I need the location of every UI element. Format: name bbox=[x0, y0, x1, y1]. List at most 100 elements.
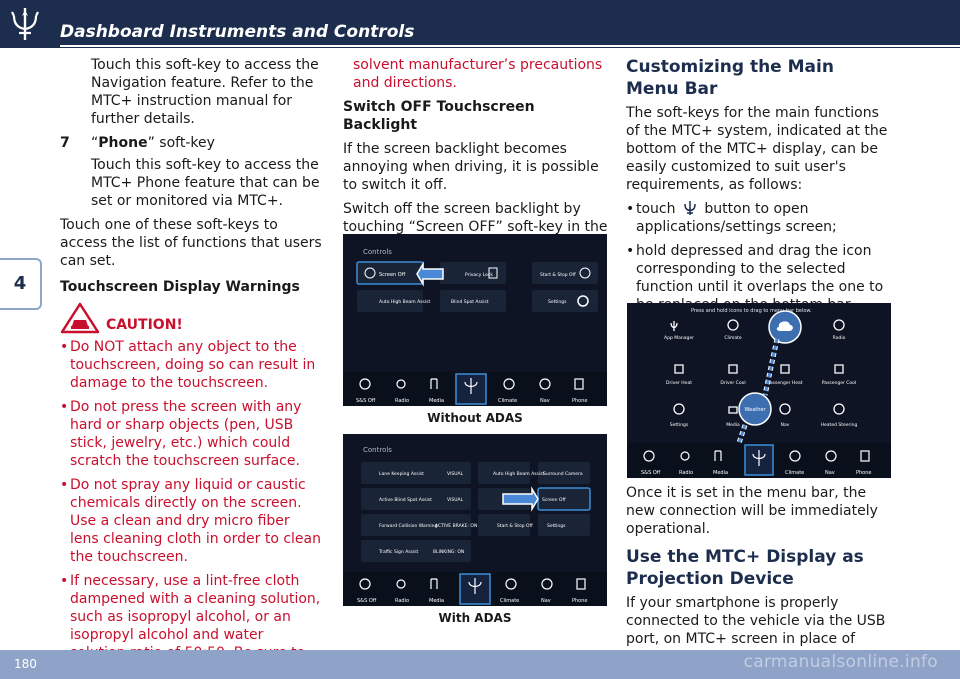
start-stop-button[interactable] bbox=[532, 262, 598, 284]
screenshot-with-adas: Controls Lane Keeping Assist VISUAL Auto… bbox=[343, 434, 607, 606]
paragraph-backlight-1: If the screen backlight becomes annoying… bbox=[343, 141, 599, 193]
svg-text:Controls: Controls bbox=[363, 446, 392, 454]
screenshot-app-manager: Press and hold icons to drag to menu bar… bbox=[627, 303, 891, 478]
svg-text:Screen Off: Screen Off bbox=[542, 497, 566, 503]
blind-spot-button[interactable] bbox=[440, 290, 506, 312]
svg-text:Screen Off: Screen Off bbox=[379, 272, 406, 278]
svg-text:Climate: Climate bbox=[498, 398, 517, 404]
heading-warnings: Touchscreen Display Warnings bbox=[60, 279, 300, 295]
svg-text:Climate: Climate bbox=[785, 470, 804, 476]
caution-car-icon bbox=[60, 302, 100, 334]
paragraph-list: Touch one of these soft-keys to access t… bbox=[60, 217, 322, 269]
svg-text:Media: Media bbox=[726, 422, 740, 428]
svg-text:Driver Heat: Driver Heat bbox=[666, 380, 692, 386]
svg-text:Forward Collision Warning: Forward Collision Warning bbox=[379, 523, 437, 529]
heading-projection: Use the MTC+ Display as Projection Devic… bbox=[626, 547, 864, 589]
column-3-lower: Once it is set in the menu bar, the new … bbox=[626, 484, 892, 654]
screenshot-without-adas: Controls Screen Off Privacy Lock Start &… bbox=[343, 234, 607, 406]
svg-text:S&S Off: S&S Off bbox=[356, 398, 376, 404]
svg-text:Settings: Settings bbox=[670, 422, 689, 428]
svg-text:Driver Cool: Driver Cool bbox=[720, 380, 745, 386]
start-stop-button[interactable] bbox=[478, 514, 530, 536]
column-3: Customizing the Main Menu Bar The soft-k… bbox=[626, 56, 892, 320]
svg-text:Blind Spot Assist: Blind Spot Assist bbox=[451, 299, 489, 305]
forward-collision-button[interactable] bbox=[361, 514, 471, 536]
svg-text:App Manager: App Manager bbox=[664, 335, 694, 341]
surround-camera-button[interactable] bbox=[538, 462, 590, 484]
svg-text:Press and hold icons to drag t: Press and hold icons to drag to menu bar… bbox=[691, 308, 812, 314]
weather-icon-dragged[interactable] bbox=[738, 392, 772, 426]
svg-text:Nav: Nav bbox=[541, 598, 551, 604]
svg-text:Radio: Radio bbox=[395, 598, 409, 604]
trident-button-icon bbox=[684, 201, 696, 215]
svg-text:Lane Keeping Assist: Lane Keeping Assist bbox=[379, 471, 424, 477]
svg-text:S&S Off: S&S Off bbox=[641, 470, 661, 476]
svg-text:Auto High Beam Assist: Auto High Beam Assist bbox=[493, 471, 544, 477]
svg-text:Passenger Heat: Passenger Heat bbox=[767, 380, 802, 386]
header-rule bbox=[60, 45, 960, 47]
svg-text:Media: Media bbox=[713, 470, 728, 476]
arrow-icon bbox=[502, 486, 539, 512]
svg-text:S&S Off: S&S Off bbox=[357, 598, 377, 604]
paragraph-phone: Touch this soft-key to access the MTC+ P… bbox=[91, 157, 320, 209]
svg-text:Start & Stop Off: Start & Stop Off bbox=[497, 523, 534, 529]
svg-text:Radio: Radio bbox=[395, 398, 409, 404]
svg-text:Radio: Radio bbox=[833, 335, 846, 341]
paragraph-navigation: Touch this soft-key to access the Naviga… bbox=[91, 57, 319, 127]
column-2: solvent manufacturer’s precautions and d… bbox=[343, 56, 611, 260]
svg-text:Phone: Phone bbox=[572, 398, 588, 404]
column-1: Touch this soft-key to access the Naviga… bbox=[60, 56, 322, 679]
caption-with-adas: With ADAS bbox=[438, 611, 512, 625]
svg-text:Climate: Climate bbox=[500, 598, 519, 604]
paragraph-after: Once it is set in the menu bar, the new … bbox=[626, 485, 878, 537]
page-number: 180 bbox=[14, 657, 37, 671]
active-blind-spot-button[interactable] bbox=[361, 488, 471, 510]
svg-text:Start & Stop Off: Start & Stop Off bbox=[540, 272, 577, 278]
chapter-number: 4 bbox=[13, 273, 27, 294]
paragraph-projection: If your smartphone is properly connected… bbox=[626, 595, 886, 647]
caption-without-adas: Without ADAS bbox=[427, 411, 523, 425]
svg-text:BLINKING: ON: BLINKING: ON bbox=[433, 549, 464, 555]
caution-bullet: •Do not press the screen with any hard o… bbox=[60, 399, 302, 469]
svg-text:Nav: Nav bbox=[825, 470, 835, 476]
screen-title: Controls bbox=[363, 248, 392, 256]
svg-text:Phone: Phone bbox=[572, 598, 588, 604]
item-7: 7 “Phone” soft-key bbox=[60, 134, 322, 152]
svg-text:Radio: Radio bbox=[679, 470, 693, 476]
caution-continued: solvent manufacturer’s precautions and d… bbox=[353, 57, 603, 91]
caution-block: CAUTION! bbox=[60, 302, 322, 334]
bullet-touch: •touch button to open applications/setti… bbox=[626, 201, 837, 235]
svg-text:Weather: Weather bbox=[744, 407, 766, 413]
caution-bullet: •Do not spray any liquid or caustic chem… bbox=[60, 477, 321, 565]
heading-customize: Customizing the Main Menu Bar bbox=[626, 57, 834, 99]
svg-text:VISUAL: VISUAL bbox=[447, 471, 464, 477]
page-header: Dashboard Instruments and Controls bbox=[0, 0, 960, 48]
svg-text:Traffic Sign Assist: Traffic Sign Assist bbox=[378, 549, 419, 555]
svg-text:Settings: Settings bbox=[548, 299, 567, 305]
svg-text:Active Blind Spot Assist: Active Blind Spot Assist bbox=[379, 497, 432, 503]
svg-text:Nav: Nav bbox=[540, 398, 550, 404]
svg-text:VISUAL: VISUAL bbox=[447, 497, 464, 503]
auto-high-beam-button[interactable] bbox=[357, 290, 423, 312]
watermark: carmanualsonline.info bbox=[743, 652, 938, 672]
caution-bullet: •Do NOT attach any object to the touchsc… bbox=[60, 339, 316, 391]
traffic-sign-button[interactable] bbox=[361, 540, 471, 562]
svg-text:Auto High Beam Assist: Auto High Beam Assist bbox=[379, 299, 430, 305]
svg-text:Settings: Settings bbox=[547, 523, 566, 529]
auto-high-beam-button[interactable] bbox=[478, 462, 530, 484]
svg-text:Privacy Lock: Privacy Lock bbox=[465, 272, 493, 278]
paragraph-customize: The soft-keys for the main functions of … bbox=[626, 105, 888, 193]
svg-text:Media: Media bbox=[429, 398, 444, 404]
page-footer: 180 carmanualsonline.info bbox=[0, 650, 960, 679]
svg-text:Heated Steering: Heated Steering bbox=[821, 422, 858, 428]
item-number: 7 bbox=[60, 135, 70, 151]
page-title: Dashboard Instruments and Controls bbox=[60, 22, 415, 42]
item-title: “Phone” soft-key bbox=[91, 135, 215, 151]
heading-backlight: Switch OFF Touchscreen Backlight bbox=[343, 99, 535, 133]
chapter-tab: 4 bbox=[0, 258, 42, 310]
settings-button[interactable] bbox=[538, 514, 590, 536]
svg-text:ACTIVE BRAKE: ON: ACTIVE BRAKE: ON bbox=[435, 523, 477, 529]
caution-label: CAUTION! bbox=[106, 317, 183, 333]
lane-keeping-button[interactable] bbox=[361, 462, 471, 484]
svg-text:Passenger Cool: Passenger Cool bbox=[822, 380, 856, 386]
